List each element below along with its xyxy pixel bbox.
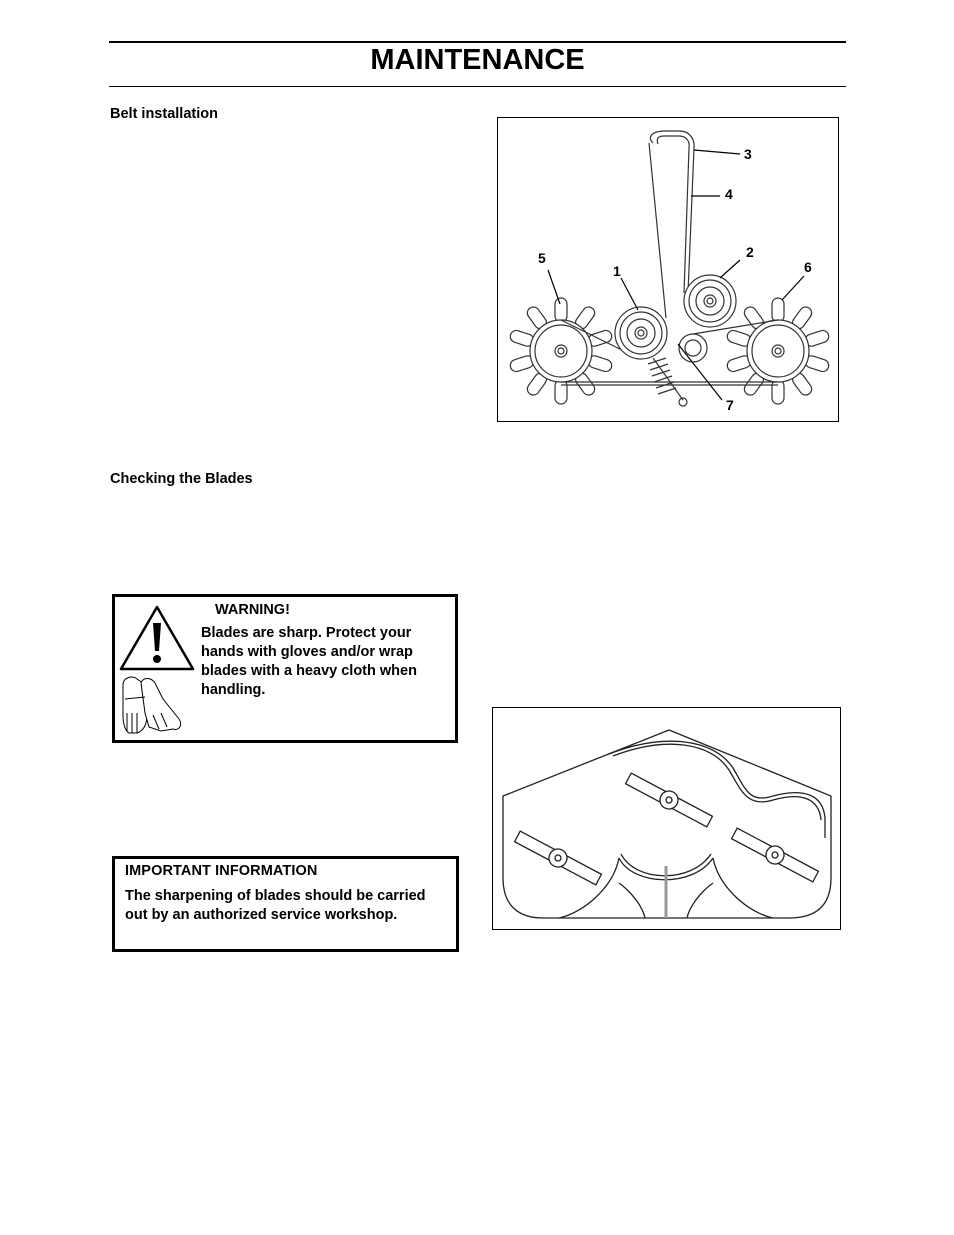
- left-blade-spindle-icon: [509, 297, 613, 405]
- callout-7: 7: [726, 397, 734, 413]
- belt-diagram-figure: 1 2 3 4 5 6 7: [497, 117, 839, 422]
- idler-pulley-icon: [614, 306, 668, 360]
- warning-title: WARNING!: [215, 602, 290, 618]
- important-information-box: IMPORTANT INFORMATION The sharpening of …: [112, 856, 459, 952]
- callout-2: 2: [746, 244, 754, 260]
- blade-deck-figure: [492, 707, 841, 930]
- center-blade-icon: [624, 772, 714, 828]
- pulley-icon: [683, 274, 737, 328]
- mower-deck-diagram: [502, 729, 832, 919]
- header-top-rule: [109, 41, 846, 43]
- tension-spring-icon: [647, 357, 688, 407]
- callout-1: 1: [613, 263, 621, 279]
- right-blade-icon: [730, 827, 820, 883]
- header-bottom-rule: [109, 86, 846, 87]
- callout-5: 5: [538, 250, 546, 266]
- warning-box: WARNING! Blades are sharp. Protect your …: [112, 594, 458, 743]
- warning-triangle-icon: [119, 605, 195, 734]
- gloves-icon: [122, 676, 182, 734]
- right-blade-spindle-icon: [726, 297, 830, 405]
- page-title: MAINTENANCE: [370, 44, 585, 76]
- important-text: The sharpening of blades should be carri…: [125, 888, 426, 923]
- callout-6: 6: [804, 259, 812, 275]
- important-title: IMPORTANT INFORMATION: [125, 863, 318, 879]
- warning-text: Blades are sharp. Protect your hands wit…: [201, 625, 417, 698]
- belt-pulley-diagram: 1 2 3 4 5 6 7: [509, 130, 830, 413]
- callout-4: 4: [725, 186, 733, 202]
- section-heading-checking-blades: Checking the Blades: [110, 471, 253, 487]
- left-blade-icon: [513, 830, 603, 886]
- section-heading-belt-installation: Belt installation: [110, 106, 218, 122]
- callout-3: 3: [744, 146, 752, 162]
